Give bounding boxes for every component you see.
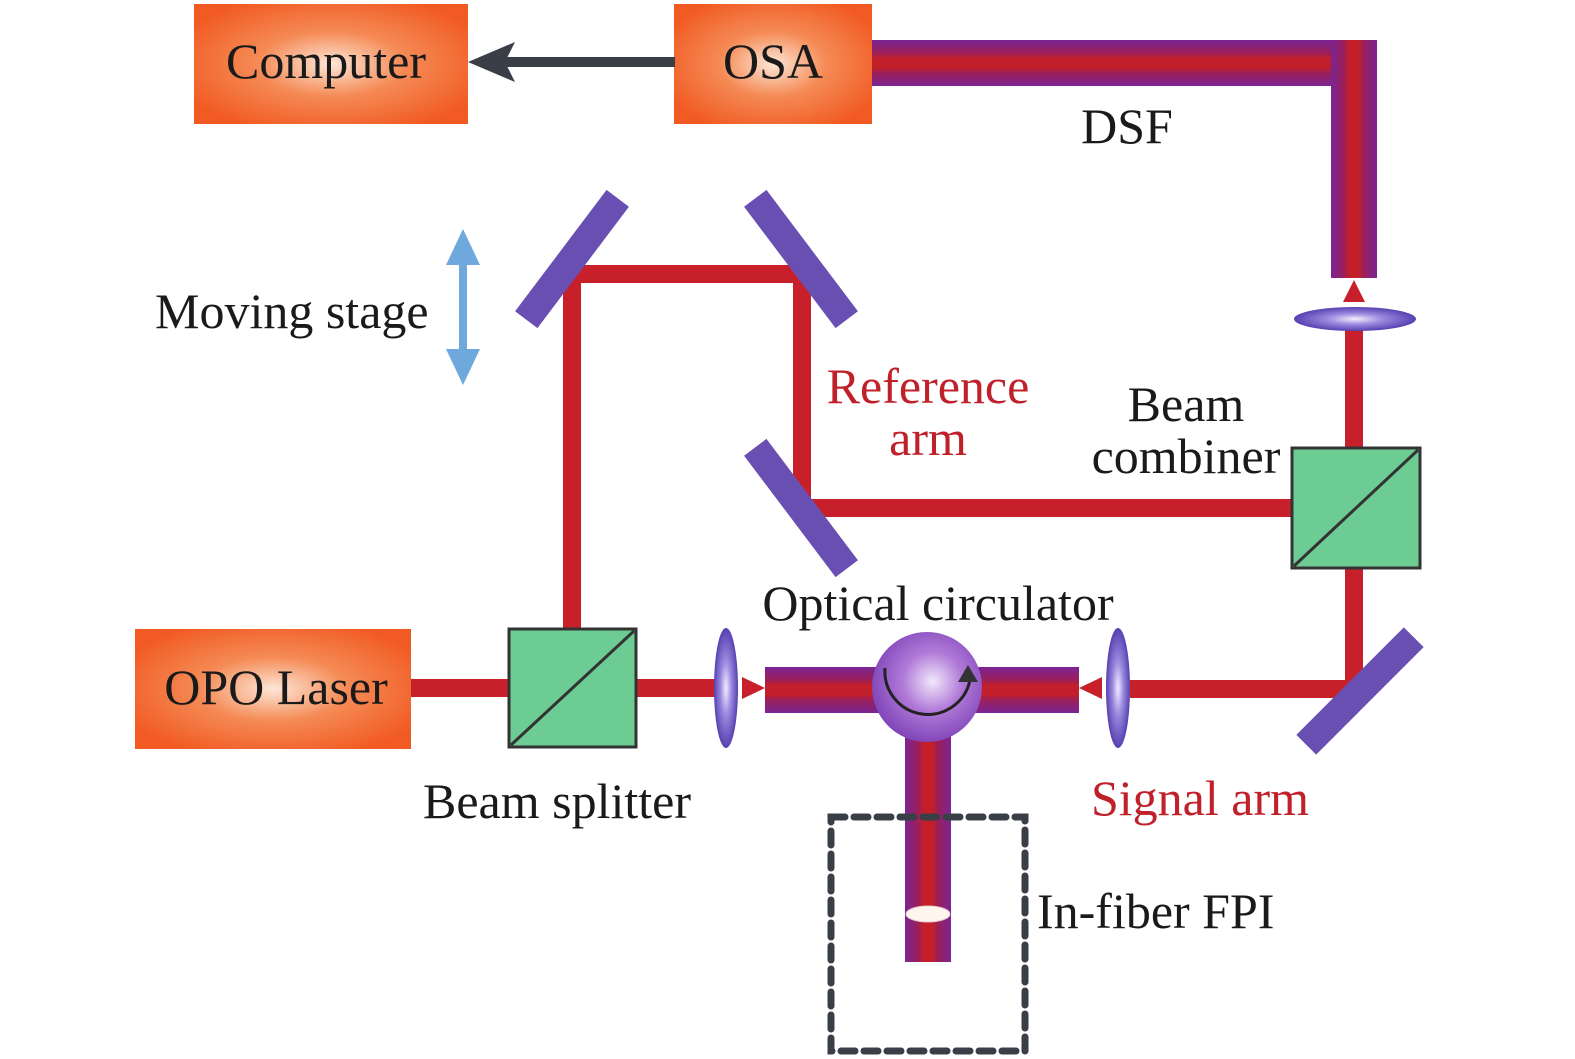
osa-label: OSA (723, 33, 823, 89)
lens-top-body (1294, 307, 1416, 331)
arrow-left-icon (468, 42, 515, 82)
fiber-right-port (975, 667, 1079, 713)
beam-splitter-label: Beam splitter (423, 773, 691, 829)
moving-stage-label: Moving stage (155, 283, 429, 339)
data-arrow-shaft (505, 57, 675, 67)
lens-left (714, 628, 765, 748)
dsf-fiber (872, 40, 1377, 278)
reference-arm-label-line2: arm (889, 410, 967, 466)
beam-splitter-cube (507, 627, 638, 749)
beam-laser-to-splitter (411, 679, 510, 697)
beam-reference-down (793, 265, 811, 517)
beam-combiner-down (1345, 568, 1363, 698)
circulator-rotation-arc (883, 667, 972, 716)
in-fiber-fpi-label: In-fiber FPI (1037, 883, 1274, 939)
beam-reference-to-combiner (793, 499, 1291, 517)
beam-combiner-up (1345, 318, 1363, 448)
dsf-label: DSF (1081, 98, 1173, 154)
osa-box: OSA (674, 4, 872, 124)
opo-laser-label: OPO Laser (164, 659, 388, 715)
beam-combiner-label-line2: combiner (1092, 428, 1281, 484)
beam-reference-top (563, 265, 811, 283)
beam-combiner-label-line1: Beam (1128, 376, 1245, 432)
computer-box-body (194, 4, 468, 124)
combiner-cube-diagonal (1292, 448, 1420, 568)
dsf-fiber-horizontal (872, 40, 1347, 86)
mirror-top-left (515, 189, 629, 329)
opo-laser-box: OPO Laser (135, 629, 411, 749)
lens-left-body (714, 628, 738, 748)
beam-combiner-cube (1290, 446, 1422, 570)
computer-label: Computer (226, 33, 426, 89)
mirrors (515, 189, 1424, 755)
dsf-fiber-vertical (1331, 40, 1377, 278)
splitter-cube-diagonal (509, 629, 636, 747)
optical-circulator (872, 632, 982, 742)
arrow-down-icon (446, 349, 480, 385)
data-arrow-osa-to-computer (468, 42, 675, 82)
beam-splitter-up (563, 265, 581, 629)
lens-top (1294, 307, 1416, 331)
mirror-bottom-right (1296, 627, 1424, 755)
lens-right (1079, 628, 1130, 748)
signal-arm-label: Signal arm (1091, 770, 1309, 826)
rotate-arrow-icon (958, 665, 978, 682)
circulator-sphere (872, 632, 982, 742)
mirror-middle (744, 438, 858, 578)
reference-arm-label-line1: Reference (827, 358, 1030, 414)
fpi-cavity-marker (905, 905, 951, 923)
beam-splitter-to-lens (636, 679, 718, 697)
arrow-right-icon (742, 677, 765, 699)
beam-signal-arm (1130, 680, 1363, 698)
free-space-beams (411, 265, 1363, 698)
arrow-up-icon (1343, 280, 1365, 302)
osa-box-body (674, 4, 872, 124)
moving-stage-arrow (446, 229, 480, 385)
stage-arrow-shaft (459, 255, 467, 350)
in-fiber-fpi-box (827, 813, 1029, 1055)
computer-box: Computer (194, 4, 468, 124)
opo-laser-box-body (135, 629, 411, 749)
arrow-left-icon (1079, 677, 1102, 699)
arrow-up-icon (446, 229, 480, 265)
lens-right-body (1106, 628, 1130, 748)
mirror-top-right (744, 189, 858, 329)
optical-circulator-label: Optical circulator (762, 575, 1114, 631)
